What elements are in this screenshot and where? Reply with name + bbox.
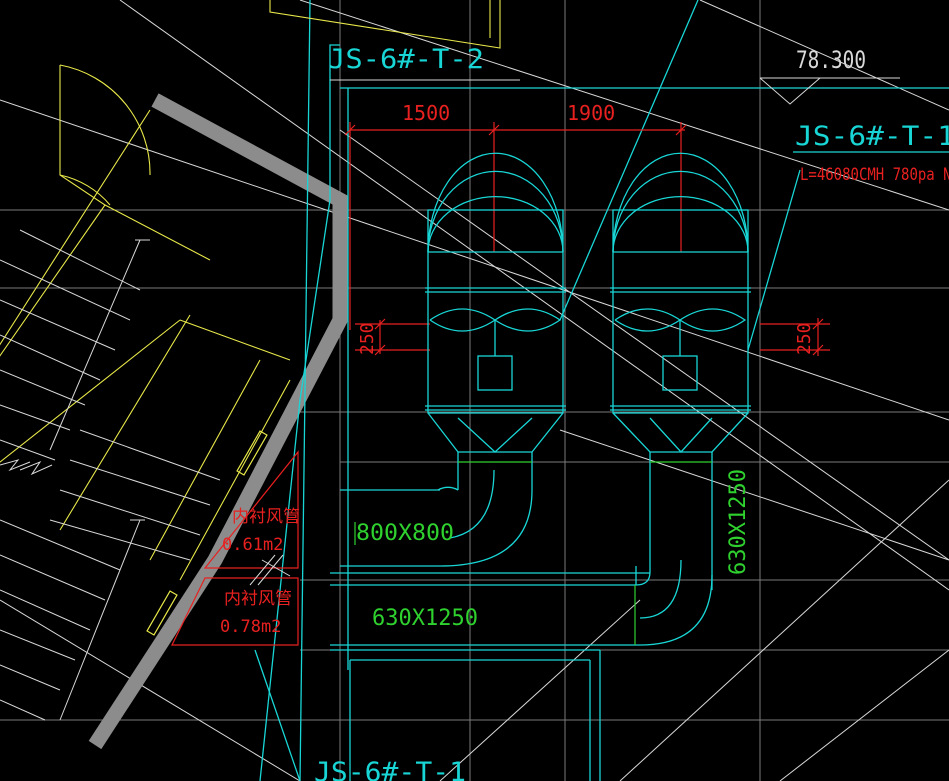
building-outlines bbox=[254, 0, 949, 781]
dimension-1500: 1500 bbox=[402, 101, 450, 125]
duct-size-800: 800X800 bbox=[356, 521, 454, 546]
lined-duct-label-2: 内衬风管 bbox=[224, 589, 292, 609]
duct-size-630-vertical: 630X1250 bbox=[726, 469, 751, 575]
elevation-marker bbox=[759, 77, 900, 105]
fan-unit-left[interactable] bbox=[425, 152, 566, 453]
elevation-value: 78.300 bbox=[796, 46, 866, 74]
tag-bottom: JS-6#-T-1 bbox=[314, 757, 466, 781]
duct-800[interactable] bbox=[340, 452, 533, 567]
tag-top: JS-6#-T-2 bbox=[328, 44, 484, 75]
dimension-lines bbox=[344, 122, 830, 356]
airflow-spec: L=46080CMH 780pa N= bbox=[800, 165, 949, 185]
lined-duct-label-1: 内衬风管 bbox=[232, 507, 300, 527]
dimension-250-right: 250 bbox=[794, 322, 815, 355]
tag-right: JS-6#-T-1 bbox=[795, 121, 949, 152]
lined-duct-boxes[interactable] bbox=[171, 450, 299, 646]
dimension-250-left: 250 bbox=[357, 322, 378, 355]
wall-opening-markers bbox=[146, 430, 268, 636]
lined-duct-area-1: 0.61m2 bbox=[222, 535, 283, 555]
duct-size-630-horizontal: 630X1250 bbox=[372, 606, 478, 631]
dimension-1900: 1900 bbox=[567, 101, 615, 125]
fan-unit-right[interactable] bbox=[610, 152, 751, 453]
duct-630[interactable] bbox=[330, 452, 713, 646]
stair-area bbox=[0, 64, 291, 721]
building-wall bbox=[88, 93, 348, 750]
top-yellow-box bbox=[269, 0, 501, 49]
lined-duct-area-2: 0.78m2 bbox=[220, 617, 281, 637]
